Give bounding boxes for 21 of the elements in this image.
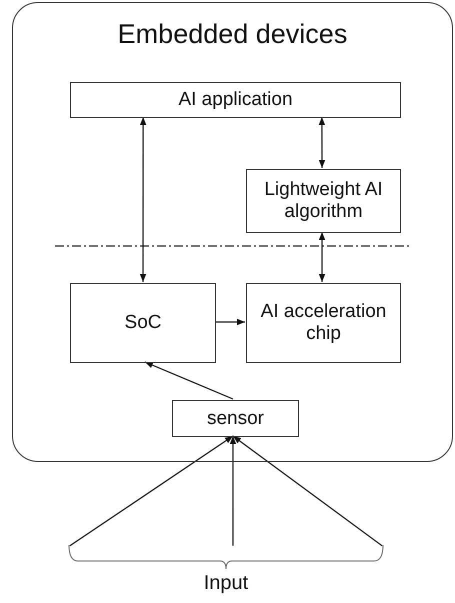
process-box bbox=[172, 400, 299, 437]
process-box bbox=[70, 283, 216, 363]
arrow bbox=[140, 117, 146, 282]
process-box bbox=[246, 283, 401, 363]
box-label: AI application bbox=[178, 89, 293, 111]
arrow bbox=[232, 436, 382, 546]
arrow bbox=[70, 436, 234, 546]
box-label: SoC bbox=[124, 312, 162, 334]
arrow bbox=[215, 318, 245, 326]
box-label: Lightweight AI algorithm bbox=[263, 179, 384, 223]
process-box bbox=[70, 82, 401, 118]
device-frame bbox=[12, 2, 453, 462]
arrow bbox=[144, 361, 234, 400]
frame-title: Embedded devices bbox=[116, 19, 348, 50]
box-label: sensor bbox=[206, 408, 264, 430]
input-label: Input bbox=[202, 572, 250, 594]
process-box bbox=[246, 169, 401, 233]
arrow bbox=[230, 436, 236, 546]
arrow bbox=[318, 232, 326, 282]
arrow bbox=[318, 117, 326, 168]
box-label: AI acceleration chip bbox=[260, 301, 388, 345]
